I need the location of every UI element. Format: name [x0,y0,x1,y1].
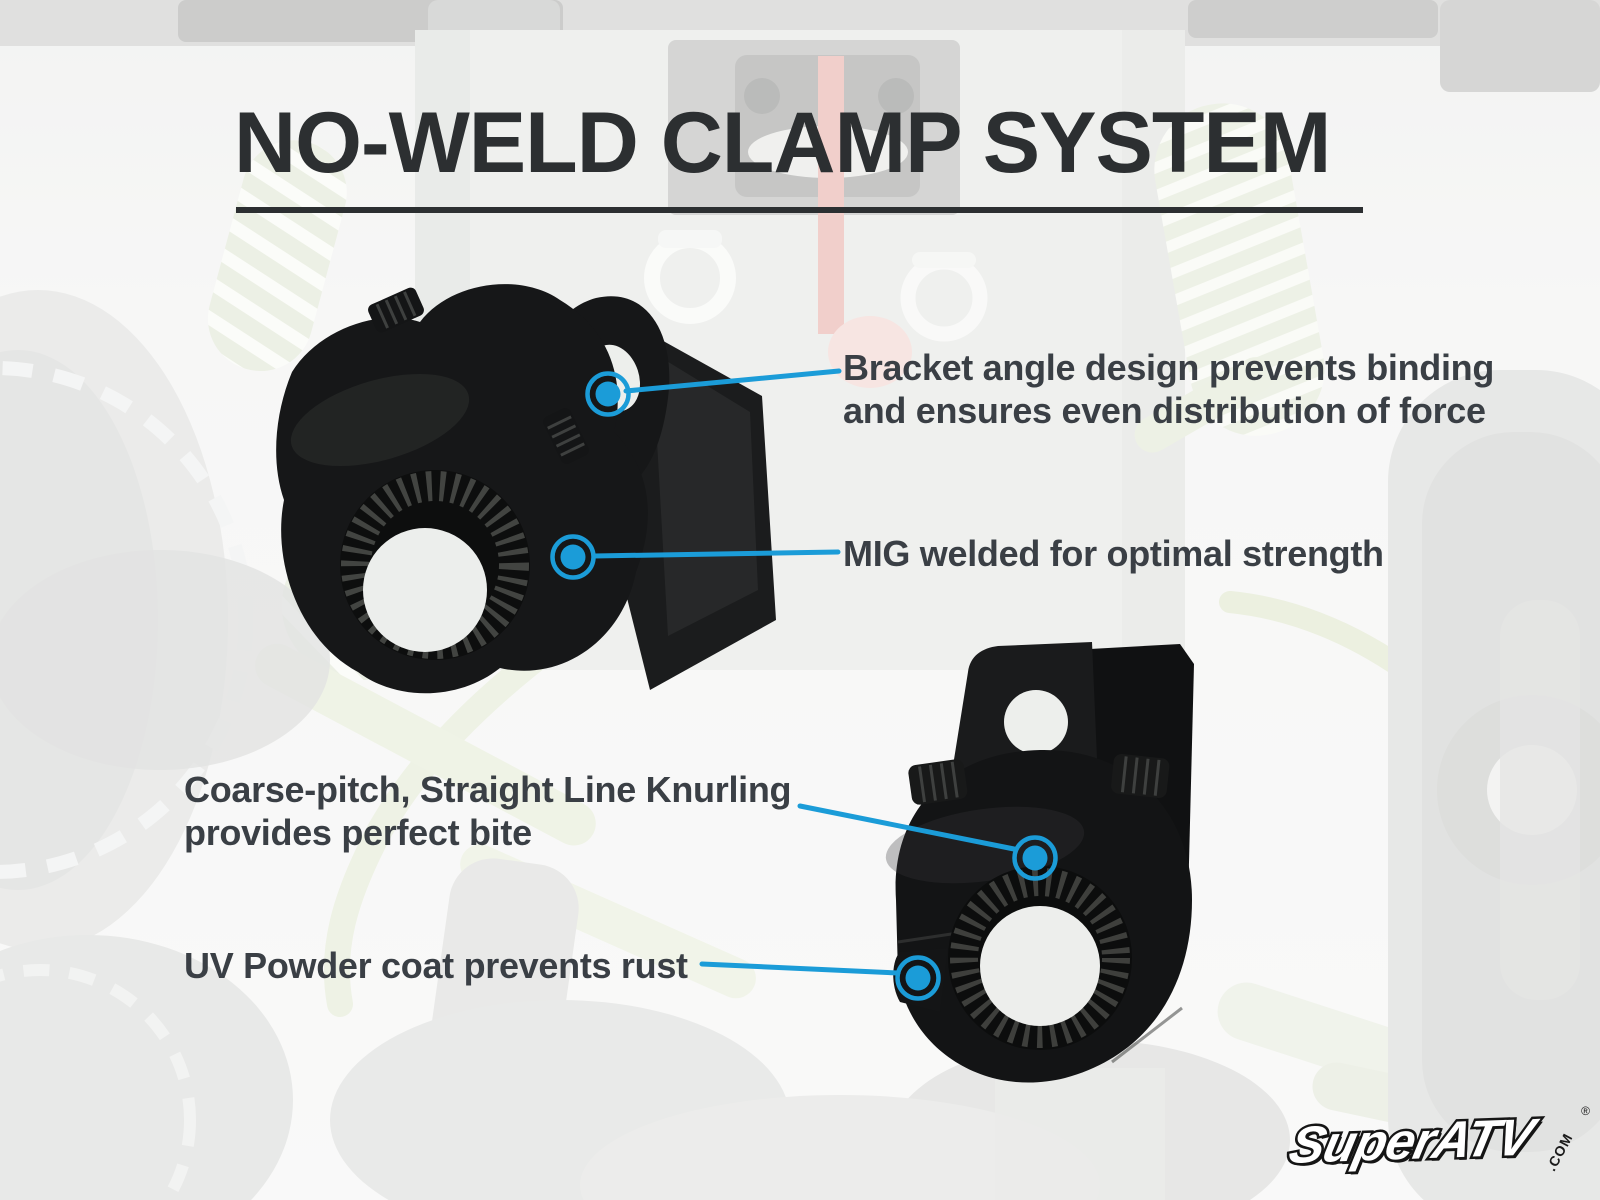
thumb-screw [368,287,424,333]
callout-dot-knurling [1012,835,1058,881]
frame-corner-right [1440,0,1600,92]
frame-shadow-right [1188,0,1438,38]
bracket-plate-sheen [652,352,758,636]
tow-hook [828,316,912,388]
callout-text-line: MIG welded for optimal strength [843,533,1384,574]
clamp-seam [1111,1006,1183,1064]
registered-trademark-symbol: ® [1581,1104,1590,1118]
callout-knurling: Coarse-pitch, Straight Line Knurling pro… [184,768,792,854]
right-tire [1388,370,1600,1200]
callout-text-line: UV Powder coat prevents rust [184,945,688,986]
clamp-gloss [290,373,470,467]
tube-hole [980,906,1100,1026]
d-ring-shackle-left [644,230,736,324]
leader-line-bracket-angle [623,368,842,394]
d-ring-shackle-right [900,252,988,342]
callout-text-line: and ensures even distribution of force [843,390,1486,431]
callout-uv-powder: UV Powder coat prevents rust [184,944,688,987]
superatv-logo-wordmark: SuperATV [1282,1106,1541,1177]
knurl-ridges [341,471,529,659]
callout-dot-mig-welded [550,534,596,580]
tube-hole [363,528,487,652]
page-title: NO-WELD CLAMP SYSTEM [234,95,1331,191]
callout-leader-lines [591,368,1017,976]
callout-text-line: Bracket angle design prevents binding [843,347,1495,388]
leader-line-knurling [797,803,1017,852]
leader-line-mig-welded [591,549,841,559]
tow-strap [818,56,844,334]
superatv-logo-tld: .COM [1543,1130,1577,1174]
callout-dot-uv-powder [895,955,941,1001]
bracket-tab-hole [1004,690,1068,754]
suspension-arms [0,550,1290,1200]
clamp-product-photo-right [885,642,1194,1083]
thumb-screw [908,759,968,805]
coil-spring-left-upper [207,140,347,372]
callout-mig-welded: MIG welded for optimal strength [843,532,1384,575]
callout-dots [550,371,1058,1001]
thumb-screw [543,408,589,464]
coil-spring-right [1154,103,1325,436]
title-underline [236,207,1363,213]
knurl-ridges [950,868,1130,1048]
leader-line-uv-powder [699,961,901,976]
callout-text-line: provides perfect bite [184,812,532,853]
callout-text-line: Coarse-pitch, Straight Line Knurling [184,769,792,810]
thumb-screw [1111,753,1170,799]
callout-dot-bracket-angle [585,371,631,417]
superatv-logo: SuperATV .COM ® [1282,1104,1590,1184]
callout-bracket-angle: Bracket angle design prevents binding an… [843,346,1494,432]
